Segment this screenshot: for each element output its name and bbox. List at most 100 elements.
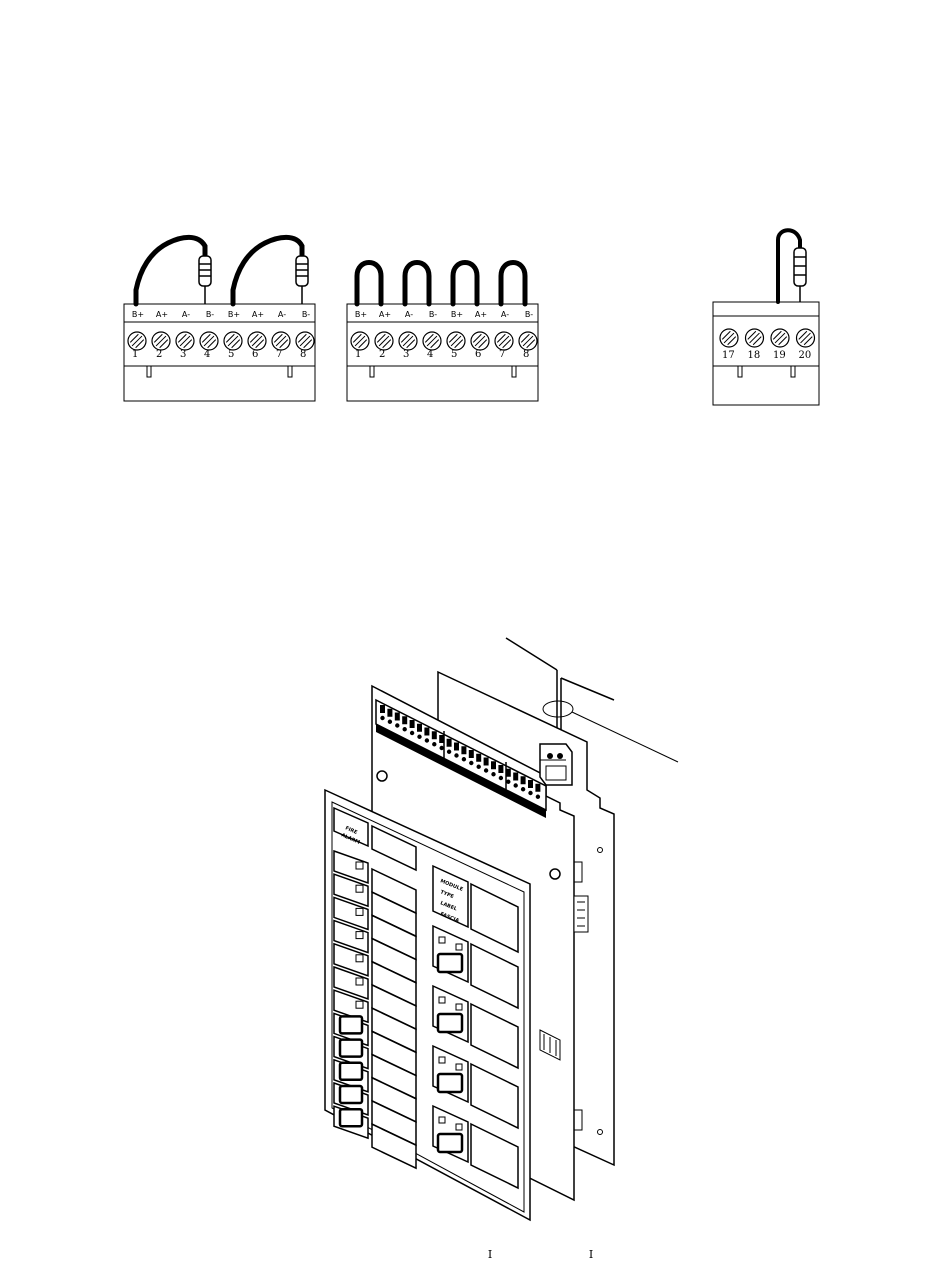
led-icon xyxy=(456,1064,462,1070)
terminal-number: 4 xyxy=(427,349,433,360)
wire-link xyxy=(357,263,381,305)
indicator-rows xyxy=(334,851,416,1168)
terminal-block-a-label-strip xyxy=(124,304,315,322)
mount-screw xyxy=(550,869,560,879)
led-icon xyxy=(456,1124,462,1130)
terminal-number: 6 xyxy=(475,349,481,360)
signal-label: B+ xyxy=(451,310,463,319)
led-icon xyxy=(439,937,445,943)
terminal-number: 7 xyxy=(499,349,505,360)
signal-label: A+ xyxy=(252,310,264,319)
terminal-number: 2 xyxy=(156,349,162,360)
led-icon xyxy=(439,1057,445,1063)
signal-label: B- xyxy=(525,310,533,319)
terminal-number: 1 xyxy=(132,349,138,360)
signal-label: A+ xyxy=(379,310,391,319)
terminal-block-c-tab xyxy=(791,366,795,377)
terminal-screw-icon xyxy=(519,332,537,350)
end-of-line-resistor xyxy=(233,237,308,304)
terminal-number: 17 xyxy=(722,350,735,361)
led-icon xyxy=(456,944,462,950)
footer-mark-left: I xyxy=(488,1248,492,1261)
push-button-icon xyxy=(438,954,462,972)
led-icon xyxy=(456,1004,462,1010)
led-icon xyxy=(356,1001,363,1008)
terminal-block-c: 17181920 xyxy=(713,230,819,405)
signal-label: A+ xyxy=(475,310,487,319)
terminal-screw-icon xyxy=(224,332,242,350)
terminal-screw-icon xyxy=(375,332,393,350)
signal-label: B- xyxy=(429,310,437,319)
push-button-icon xyxy=(340,1109,362,1126)
signal-label: B- xyxy=(302,310,310,319)
terminal-number: 5 xyxy=(451,349,457,360)
terminal-number: 7 xyxy=(276,349,282,360)
led-icon xyxy=(356,908,363,915)
terminal-block-b-label-strip xyxy=(347,304,538,322)
terminal-number: 3 xyxy=(403,349,409,360)
push-button-icon xyxy=(340,1063,362,1080)
push-button-icon xyxy=(340,1040,362,1057)
terminal-number: 19 xyxy=(773,350,786,361)
terminal-number: 1 xyxy=(355,349,361,360)
signal-label: A- xyxy=(501,310,509,319)
terminal-screw-icon xyxy=(200,332,218,350)
terminal-screw-icon xyxy=(797,329,815,347)
terminal-screw-icon xyxy=(152,332,170,350)
led-icon xyxy=(356,978,363,985)
push-button-icon xyxy=(438,1134,462,1152)
signal-label: B+ xyxy=(132,310,144,319)
led-icon xyxy=(439,997,445,1003)
terminal-screw-icon xyxy=(351,332,369,350)
led-icon xyxy=(356,932,363,939)
signal-label: A- xyxy=(405,310,413,319)
terminal-number: 18 xyxy=(748,350,761,361)
push-button-icon xyxy=(340,1016,362,1033)
terminal-block-c-base xyxy=(713,366,819,405)
terminal-block-c-tab xyxy=(738,366,742,377)
ribbon-connector xyxy=(574,896,588,932)
push-button-icon xyxy=(340,1086,362,1103)
terminal-number: 2 xyxy=(379,349,385,360)
terminal-block-a-base xyxy=(124,366,315,401)
end-of-line-resistor xyxy=(136,237,211,304)
terminal-number: 4 xyxy=(204,349,210,360)
terminal-screw-icon xyxy=(746,329,764,347)
end-of-line-resistor xyxy=(778,230,806,302)
wire-link xyxy=(501,263,525,305)
signal-label: B+ xyxy=(355,310,367,319)
push-button-icon xyxy=(438,1074,462,1092)
terminal-block-a-tab xyxy=(147,366,151,377)
terminal-block-b-base xyxy=(347,366,538,401)
signal-label: B+ xyxy=(228,310,240,319)
terminal-screw-icon xyxy=(296,332,314,350)
signal-label: A- xyxy=(278,310,286,319)
terminal-screw-icon xyxy=(399,332,417,350)
terminal-screw-icon xyxy=(495,332,513,350)
terminal-screw-icon xyxy=(176,332,194,350)
terminal-block-b-tab xyxy=(370,366,374,377)
terminal-number: 8 xyxy=(523,349,529,360)
led-icon xyxy=(439,1117,445,1123)
terminal-screw-icon xyxy=(471,332,489,350)
terminal-screw-icon xyxy=(272,332,290,350)
terminal-number: 6 xyxy=(252,349,258,360)
signal-label: B- xyxy=(206,310,214,319)
led-icon xyxy=(356,862,363,869)
wire-links xyxy=(357,263,525,305)
terminal-screw-icon xyxy=(128,332,146,350)
led-icon xyxy=(356,885,363,892)
led-icon xyxy=(356,955,363,962)
signal-label: A+ xyxy=(156,310,168,319)
terminal-number: 5 xyxy=(228,349,234,360)
terminal-number: 8 xyxy=(300,349,306,360)
terminal-screw-icon xyxy=(248,332,266,350)
signal-label: A- xyxy=(182,310,190,319)
terminal-screw-icon xyxy=(720,329,738,347)
terminal-screw-icon xyxy=(771,329,789,347)
terminal-screw-icon xyxy=(447,332,465,350)
terminal-block-b: B+ A+ A- B- B+ A+ A- B- 1 2 3 4 5 6 7 8 xyxy=(347,263,538,402)
